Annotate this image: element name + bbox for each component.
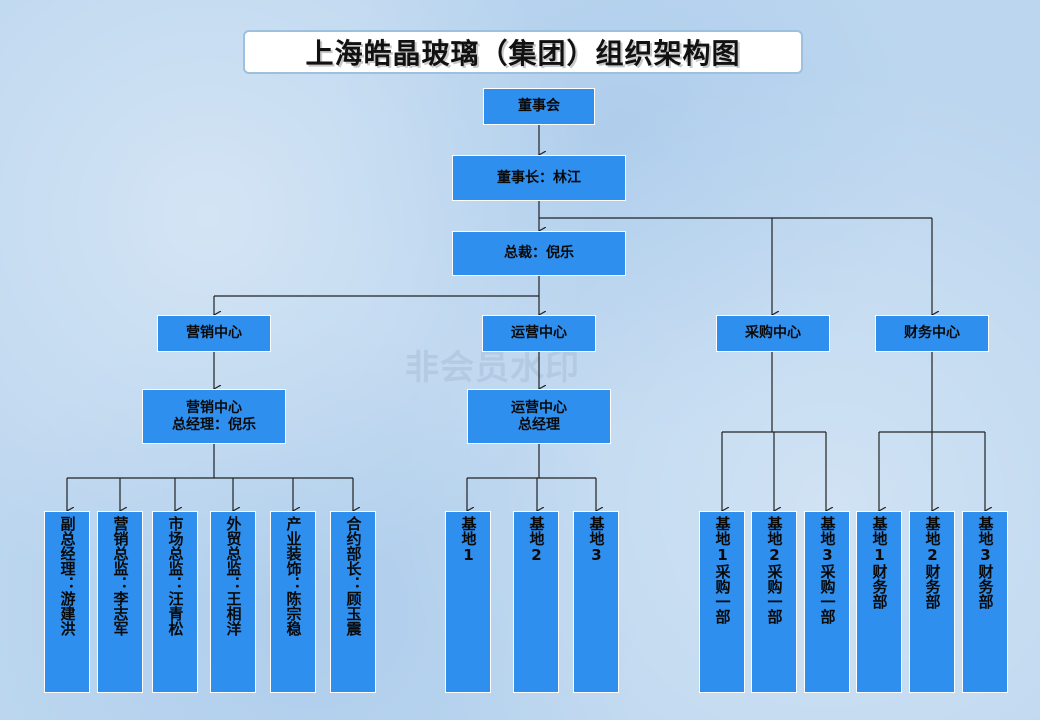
role-label: 产业装饰：陈宗稳: [284, 516, 303, 636]
finance-label: 基地2财务部: [923, 516, 942, 609]
base-label: 基地2: [527, 516, 546, 564]
node-chairman: 董事长：林江: [452, 155, 626, 201]
node-finance-center: 财务中心: [875, 315, 989, 352]
node-purchasing-unit: 基地2采购一部: [751, 511, 797, 693]
role-label: 外贸总监：王相洋: [224, 516, 243, 636]
node-marketing-role: 外贸总监：王相洋: [210, 511, 256, 693]
finance-label: 基地1财务部: [870, 516, 889, 609]
role-label: 副总经理：游建洪: [58, 516, 77, 636]
node-marketing-role: 市场总监：汪青松: [152, 511, 198, 693]
node-marketing-role: 合约部长：顾玉震: [330, 511, 376, 693]
node-operations-gm: 运营中心 总经理: [467, 389, 611, 444]
node-purchasing-unit: 基地3采购一部: [804, 511, 850, 693]
node-marketing-role: 营销总监：李志军: [97, 511, 143, 693]
role-label: 营销总监：李志军: [111, 516, 130, 636]
node-operations-base: 基地1: [445, 511, 491, 693]
node-operations-base: 基地2: [513, 511, 559, 693]
operations-gm-line2: 总经理: [518, 416, 560, 433]
node-finance-unit: 基地2财务部: [909, 511, 955, 693]
marketing-gm-line2: 总经理：倪乐: [172, 416, 256, 433]
base-label: 基地3: [587, 516, 606, 564]
node-finance-unit: 基地1财务部: [856, 511, 902, 693]
node-marketing-role: 产业装饰：陈宗稳: [270, 511, 316, 693]
node-purchasing-unit: 基地1采购一部: [699, 511, 745, 693]
node-operations-center: 运营中心: [482, 315, 596, 352]
purchasing-label: 基地2采购一部: [765, 516, 784, 624]
role-label: 合约部长：顾玉震: [344, 516, 363, 636]
node-marketing-role: 副总经理：游建洪: [44, 511, 90, 693]
role-label: 市场总监：汪青松: [166, 516, 185, 636]
chart-title: 上海皓晶玻璃（集团）组织架构图: [243, 30, 803, 74]
marketing-gm-line1: 营销中心: [186, 399, 242, 416]
node-finance-unit: 基地3财务部: [962, 511, 1008, 693]
purchasing-label: 基地3采购一部: [818, 516, 837, 624]
base-label: 基地1: [459, 516, 478, 564]
node-purchasing-center: 采购中心: [716, 315, 830, 352]
purchasing-label: 基地1采购一部: [713, 516, 732, 624]
node-board: 董事会: [483, 88, 595, 125]
finance-label: 基地3财务部: [976, 516, 995, 609]
operations-gm-line1: 运营中心: [511, 399, 567, 416]
node-marketing-center: 营销中心: [157, 315, 271, 352]
watermark: 非会员水印: [405, 348, 580, 388]
node-president: 总裁：倪乐: [452, 231, 626, 276]
node-marketing-gm: 营销中心 总经理：倪乐: [142, 389, 286, 444]
node-operations-base: 基地3: [573, 511, 619, 693]
